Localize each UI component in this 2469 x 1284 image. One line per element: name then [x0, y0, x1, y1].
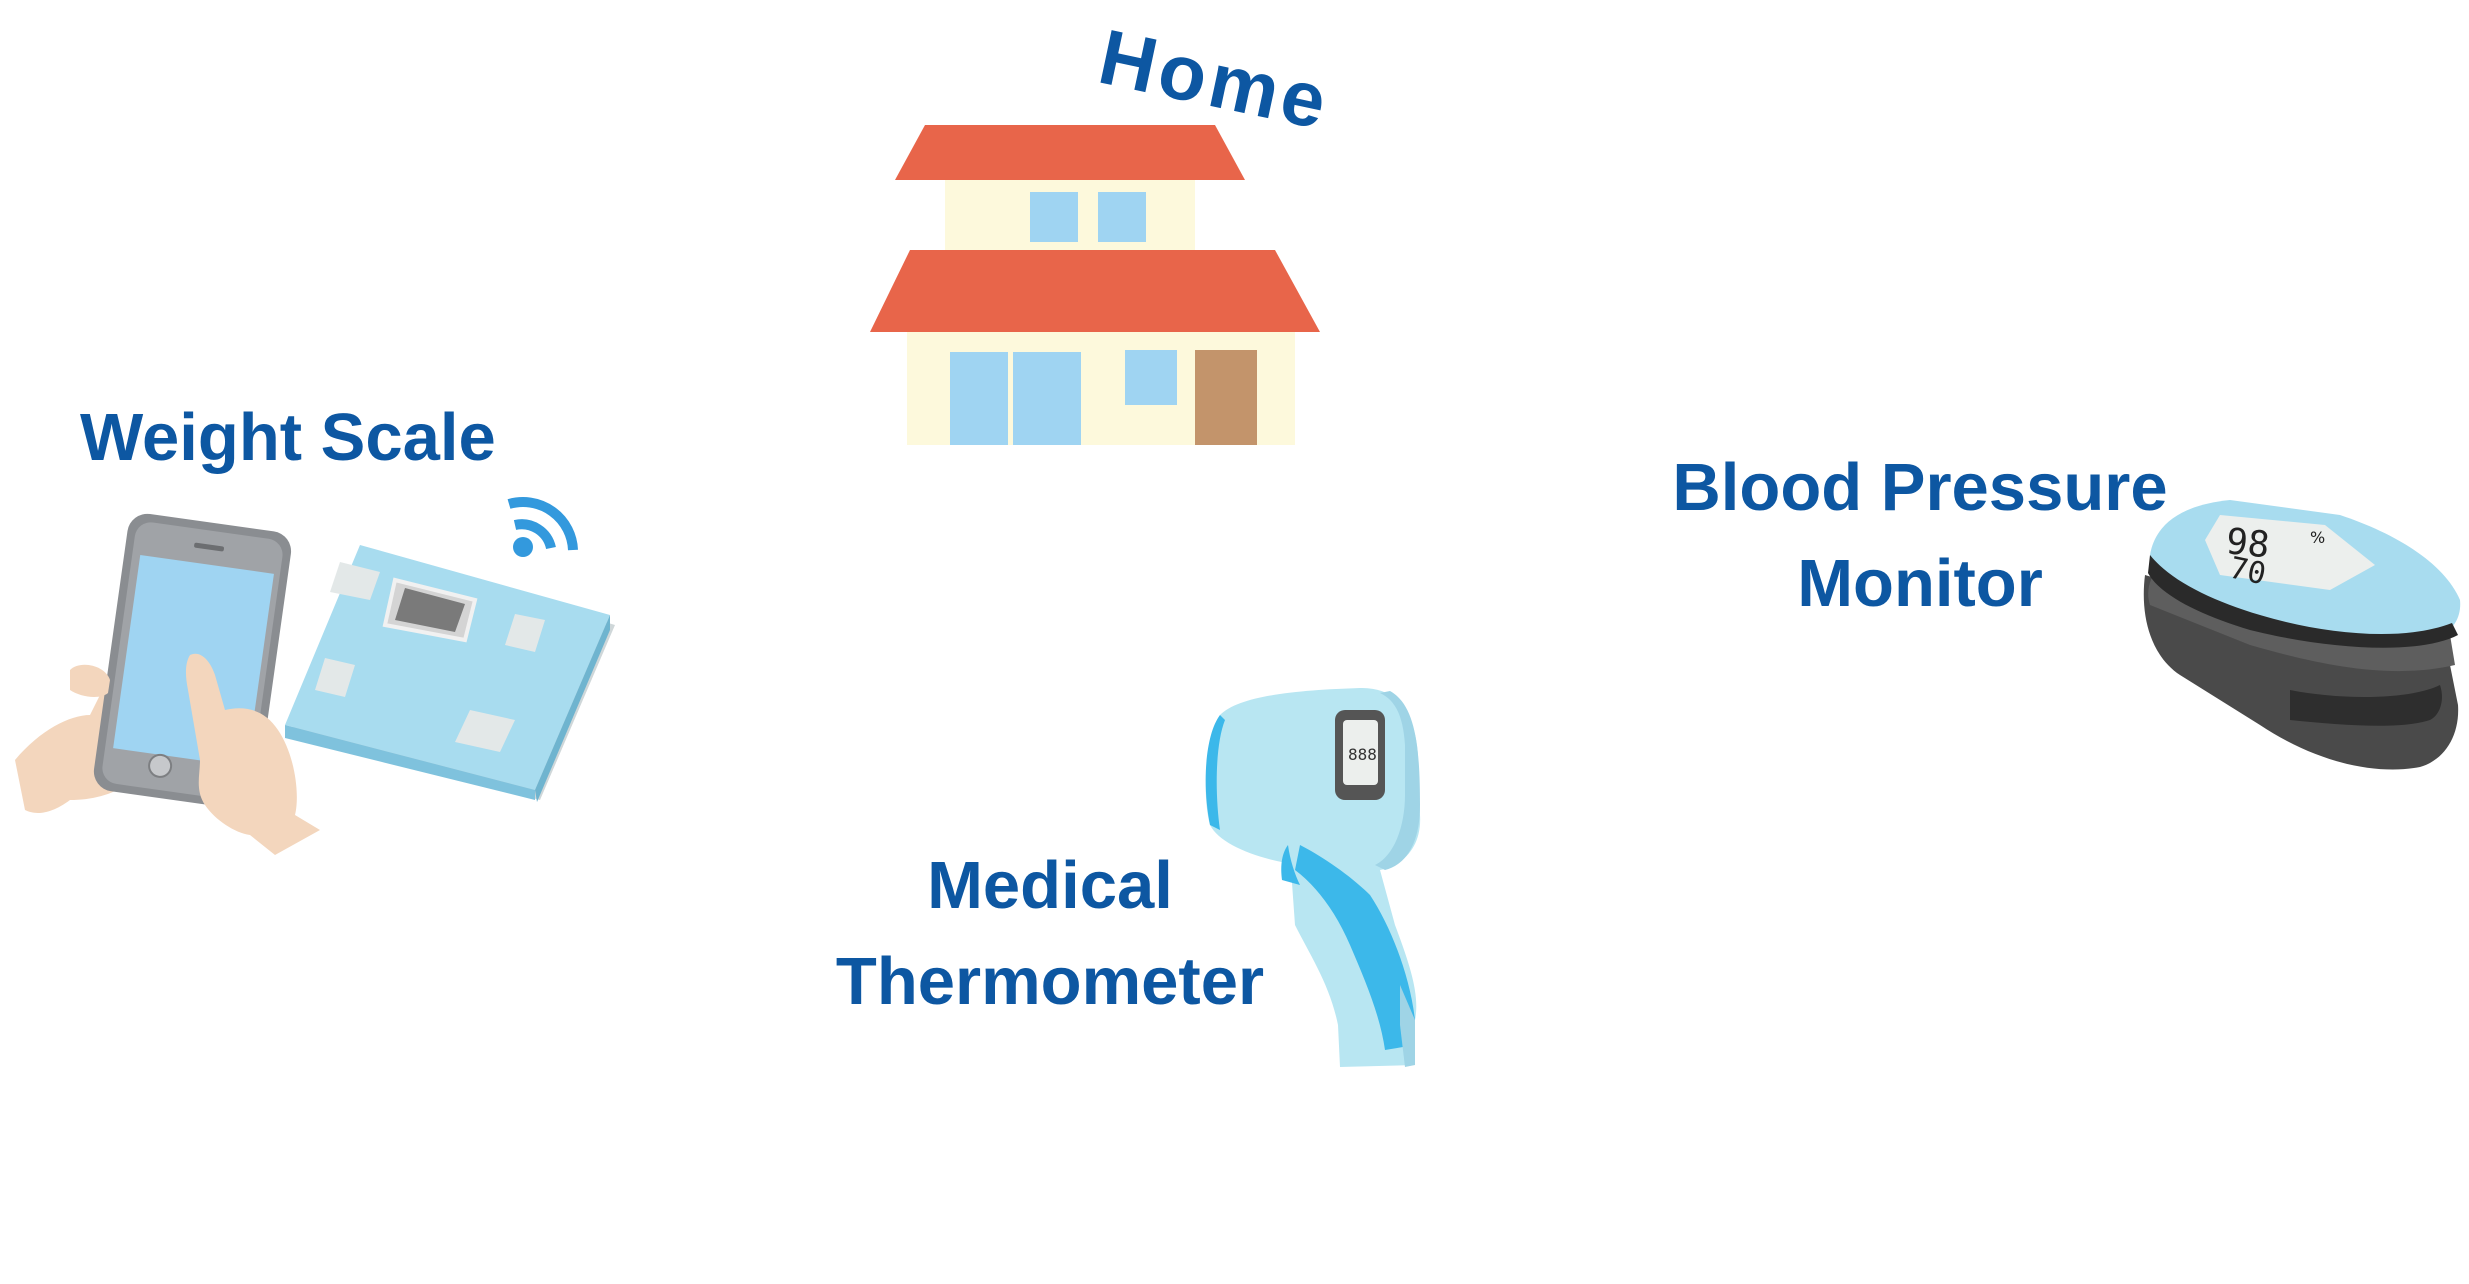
blood-pressure-monitor-label: Blood Pressure Monitor — [1620, 440, 2220, 632]
house-icon — [870, 125, 1320, 445]
blood-pressure-line1: Blood Pressure — [1672, 450, 2168, 525]
smartphone-icon — [15, 513, 320, 855]
thermometer-line2: Thermometer — [835, 943, 1265, 1019]
pulse-oximeter-icon: 98 % 70 — [2143, 500, 2461, 770]
bp-display-bottom: 70 — [2226, 551, 2269, 593]
weight-scale-label: Weight Scale — [80, 400, 496, 475]
wifi-signal-icon — [507, 497, 578, 557]
bp-display-top: 98 — [2224, 521, 2271, 566]
medical-thermometer-label: Medical Thermometer — [800, 838, 1300, 1030]
weight-scale-icon — [285, 545, 615, 802]
thermometer-line1: Medical — [927, 848, 1173, 923]
infrared-thermometer-icon: 888 — [1205, 687, 1421, 1067]
bp-display-percent: % — [2310, 528, 2325, 547]
thermometer-display: 888 — [1348, 745, 1377, 764]
blood-pressure-line2: Monitor — [1797, 545, 2043, 621]
